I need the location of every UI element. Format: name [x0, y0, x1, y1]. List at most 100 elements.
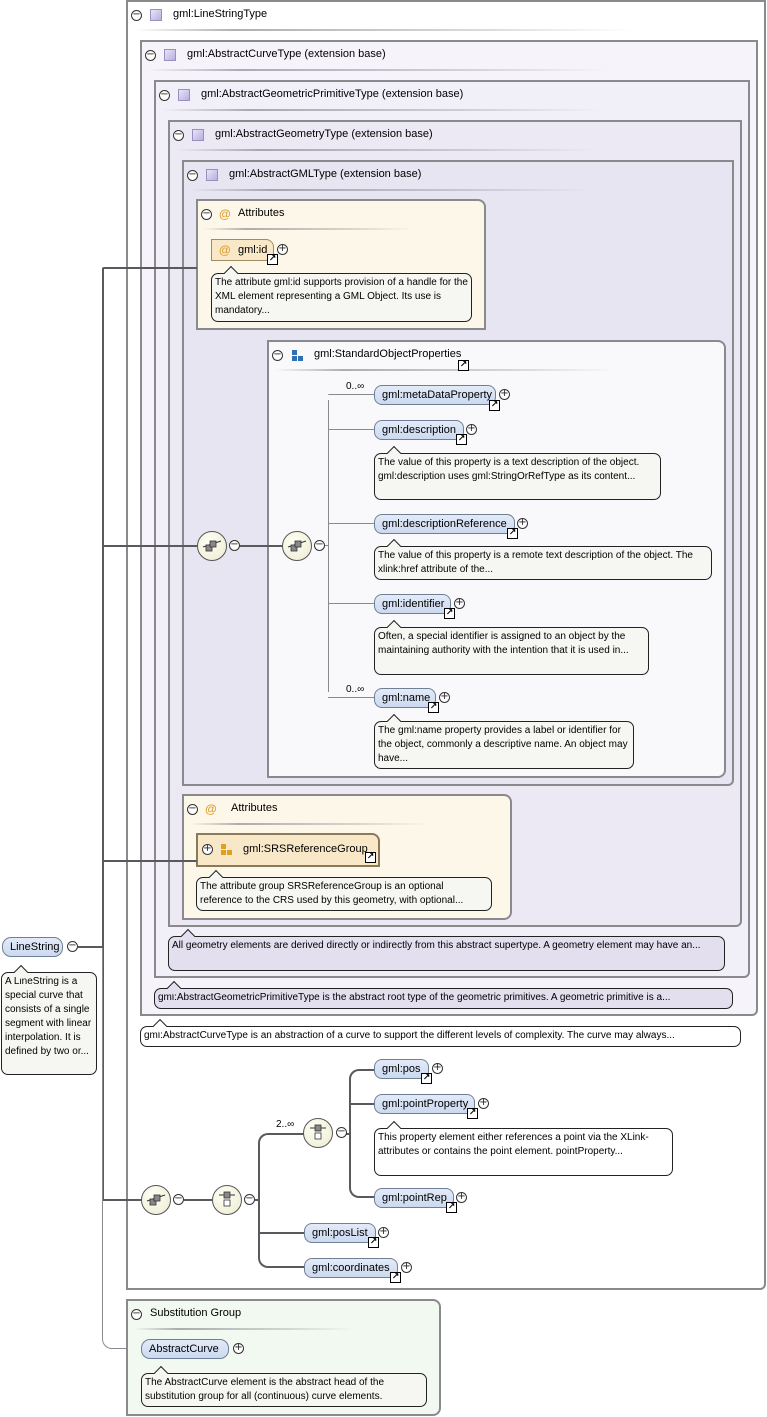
- attribute-gml-id[interactable]: @ gml:id: [211, 239, 274, 261]
- gml-description-doc: The value of this property is a text des…: [374, 453, 661, 500]
- expand-icon[interactable]: +: [499, 388, 510, 400]
- connector-line: [328, 394, 374, 395]
- collapse-icon[interactable]: −: [173, 1193, 184, 1205]
- attribute-icon: @: [219, 207, 231, 221]
- link-arrow-icon[interactable]: ↗: [458, 360, 469, 371]
- expand-icon[interactable]: +: [454, 597, 465, 609]
- expand-icon[interactable]: +: [478, 1097, 489, 1109]
- expand-icon[interactable]: +: [517, 517, 528, 529]
- srsreferencegroup-doc: The attribute group SRSReferenceGroup is…: [196, 877, 492, 911]
- collapse-icon[interactable]: −: [145, 49, 156, 61]
- link-arrow-icon[interactable]: ↗: [444, 608, 455, 619]
- root-element-linestring[interactable]: LineString: [2, 937, 63, 957]
- attribute-icon: @: [205, 802, 217, 816]
- connector-line: [349, 1069, 374, 1135]
- element-name: gml:coordinates: [312, 1262, 390, 1274]
- expand-icon[interactable]: +: [233, 1342, 244, 1354]
- element-name: gml:identifier: [382, 598, 445, 610]
- element-gml-name[interactable]: gml:name: [374, 688, 436, 708]
- element-gml-descriptionreference[interactable]: gml:descriptionReference: [374, 514, 515, 534]
- collapse-icon[interactable]: −: [173, 129, 184, 141]
- element-name: gml:pointRep: [382, 1192, 447, 1204]
- connector-line: [102, 1199, 142, 1201]
- connector-line: [102, 267, 197, 269]
- element-gml-pos[interactable]: gml:pos: [374, 1059, 429, 1079]
- connector-line: [328, 603, 374, 604]
- element-gml-identifier[interactable]: gml:identifier: [374, 594, 451, 614]
- link-arrow-icon[interactable]: ↗: [467, 1108, 478, 1119]
- element-abstractcurve[interactable]: AbstractCurve: [141, 1339, 229, 1359]
- element-gml-poslist[interactable]: gml:posList: [304, 1223, 376, 1243]
- attribute-icon: @: [219, 243, 231, 257]
- abstract-geometric-primitive-type-doc: gml:AbstractGeometricPrimitiveType is th…: [154, 988, 733, 1009]
- collapse-icon[interactable]: −: [314, 539, 325, 551]
- multiplicity-label: 0..∞: [346, 684, 365, 695]
- header-divider: [162, 109, 602, 111]
- collapse-icon[interactable]: −: [187, 169, 198, 181]
- element-name: gml:name: [382, 692, 431, 704]
- link-arrow-icon[interactable]: ↗: [390, 1272, 401, 1283]
- element-gml-coordinates[interactable]: gml:coordinates: [304, 1258, 398, 1278]
- expand-icon[interactable]: +: [277, 243, 288, 255]
- connector-line: [102, 268, 104, 1200]
- choice-compositor-icon[interactable]: [303, 1118, 333, 1148]
- link-arrow-icon[interactable]: ↗: [267, 254, 278, 265]
- element-gml-description[interactable]: gml:description: [374, 420, 464, 440]
- link-arrow-icon[interactable]: ↗: [446, 1202, 457, 1213]
- element-gml-pointrep[interactable]: gml:pointRep: [374, 1188, 454, 1208]
- expand-icon[interactable]: +: [456, 1191, 467, 1203]
- choice-compositor-icon[interactable]: [212, 1185, 242, 1215]
- expand-icon[interactable]: +: [439, 691, 450, 703]
- connector-line: [255, 1199, 259, 1201]
- group-icon: [292, 350, 304, 362]
- attribute-group-srsreferencegroup[interactable]: + gml:SRSReferenceGroup: [196, 833, 380, 867]
- expand-icon[interactable]: +: [378, 1226, 389, 1238]
- collapse-icon[interactable]: −: [187, 803, 198, 815]
- multiplicity-label: 0..∞: [346, 381, 365, 392]
- expand-icon[interactable]: +: [466, 423, 477, 435]
- abstract-geometry-type-doc: All geometry elements are derived direct…: [168, 936, 725, 971]
- link-arrow-icon[interactable]: ↗: [456, 434, 467, 445]
- link-arrow-icon[interactable]: ↗: [489, 400, 500, 411]
- link-arrow-icon[interactable]: ↗: [365, 852, 376, 863]
- collapse-icon[interactable]: −: [229, 539, 240, 551]
- link-arrow-icon[interactable]: ↗: [507, 528, 518, 539]
- abstract-curve-type-doc: gml:AbstractCurveType is an abstraction …: [140, 1026, 741, 1047]
- element-gml-metadataproperty[interactable]: gml:metaDataProperty: [374, 385, 496, 405]
- element-name: gml:metaDataProperty: [382, 389, 493, 401]
- abstract-gml-type-title: gml:AbstractGMLType (extension base): [229, 168, 422, 180]
- connector-line: [349, 1103, 374, 1105]
- link-arrow-icon[interactable]: ↗: [368, 1237, 379, 1248]
- collapse-icon[interactable]: −: [244, 1193, 255, 1205]
- header-divider: [134, 1328, 354, 1330]
- connector-line: [328, 429, 374, 430]
- collapse-icon[interactable]: −: [131, 9, 142, 21]
- element-name: gml:description: [382, 424, 456, 436]
- header-divider: [134, 29, 634, 31]
- complex-type-icon: [150, 9, 162, 21]
- expand-icon[interactable]: +: [432, 1062, 443, 1074]
- gml-identifier-doc: Often, a special identifier is assigned …: [374, 627, 649, 675]
- sequence-compositor-icon[interactable]: [141, 1185, 171, 1215]
- link-arrow-icon[interactable]: ↗: [421, 1073, 432, 1084]
- element-name: gml:pointProperty: [382, 1098, 469, 1110]
- sequence-compositor-icon[interactable]: [282, 531, 312, 561]
- standard-object-properties-title: gml:StandardObjectProperties: [314, 348, 462, 360]
- element-name: LineString: [10, 941, 60, 953]
- expand-icon[interactable]: +: [401, 1261, 412, 1273]
- expand-icon[interactable]: +: [202, 843, 213, 855]
- collapse-icon[interactable]: −: [272, 349, 283, 361]
- collapse-icon[interactable]: −: [336, 1126, 347, 1138]
- gml-pointproperty-doc: This property element either references …: [374, 1128, 673, 1176]
- element-gml-pointproperty[interactable]: gml:pointProperty: [374, 1094, 475, 1114]
- connector-line: [78, 946, 104, 948]
- collapse-icon[interactable]: −: [131, 1308, 142, 1320]
- collapse-icon[interactable]: −: [201, 208, 212, 220]
- header-divider: [275, 369, 615, 371]
- sequence-compositor-icon[interactable]: [197, 531, 227, 561]
- element-name: gml:pos: [382, 1063, 421, 1075]
- collapse-icon[interactable]: −: [159, 89, 170, 101]
- abstract-geometric-primitive-type-title: gml:AbstractGeometricPrimitiveType (exte…: [201, 88, 464, 100]
- collapse-icon[interactable]: −: [67, 940, 78, 952]
- link-arrow-icon[interactable]: ↗: [428, 702, 439, 713]
